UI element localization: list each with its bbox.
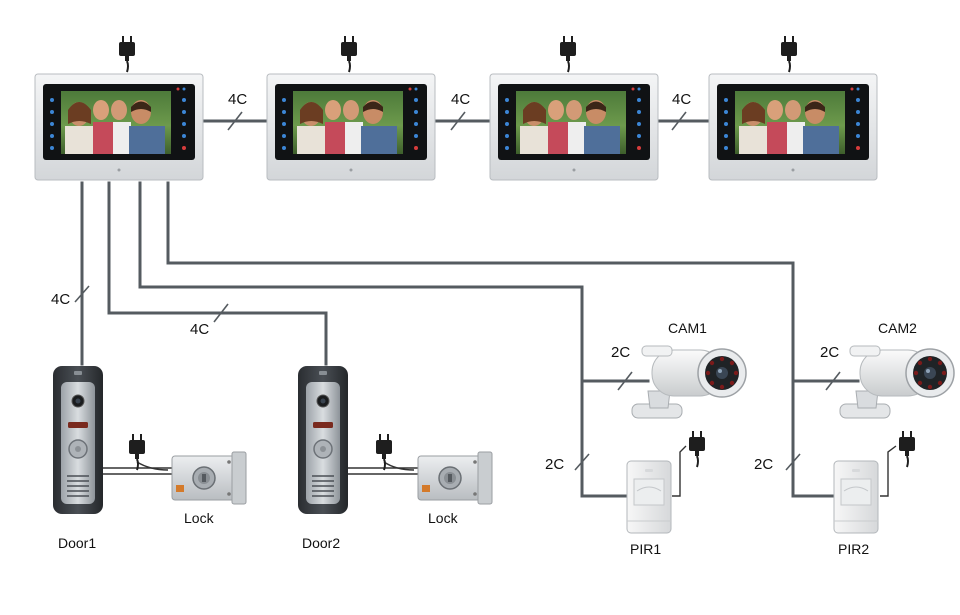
lock1-device bbox=[171, 451, 247, 505]
monitor-4 bbox=[708, 35, 878, 181]
label-wire-pir2: 2C bbox=[754, 456, 773, 473]
device-labels: Door1 Door2 Lock Lock CAM1 CAM2 PIR1 PIR… bbox=[58, 320, 917, 557]
label-wire-pir1: 2C bbox=[545, 456, 564, 473]
monitor-3 bbox=[489, 35, 659, 181]
wire-cam2-trunk bbox=[166, 181, 838, 498]
lock2-device bbox=[417, 451, 493, 505]
label-wire-cam1: 2C bbox=[611, 344, 630, 361]
label-door2: Door2 bbox=[302, 535, 340, 551]
label-wire-cam2: 2C bbox=[820, 344, 839, 361]
label-link-3-4: 4C bbox=[672, 91, 691, 108]
pir2-device bbox=[833, 460, 879, 534]
door2-station bbox=[297, 365, 349, 515]
cable-ticks bbox=[74, 111, 841, 471]
pir1-device bbox=[626, 460, 672, 534]
monitor-1 bbox=[34, 35, 204, 181]
wire-cam1-trunk bbox=[138, 181, 630, 498]
label-cam1: CAM1 bbox=[668, 320, 707, 336]
label-pir1: PIR1 bbox=[630, 541, 661, 557]
label-pir2: PIR2 bbox=[838, 541, 869, 557]
label-wire-door1: 4C bbox=[51, 291, 70, 308]
label-wire-door2: 4C bbox=[190, 321, 209, 338]
adapter-leads bbox=[136, 445, 897, 497]
wire-door2-lock bbox=[348, 467, 418, 475]
door1-station bbox=[52, 365, 104, 515]
power-adapter-icon bbox=[898, 430, 916, 468]
power-adapter-icon bbox=[688, 430, 706, 468]
label-link-2-3: 4C bbox=[451, 91, 470, 108]
monitor-row bbox=[34, 35, 878, 181]
power-adapter-icon bbox=[118, 35, 136, 73]
wire-door2 bbox=[107, 181, 328, 366]
label-cam2: CAM2 bbox=[878, 320, 917, 336]
power-adapter-icon bbox=[780, 35, 798, 73]
monitor-2 bbox=[266, 35, 436, 181]
label-lock1: Lock bbox=[184, 510, 215, 526]
power-adapter-icon bbox=[559, 35, 577, 73]
wiring bbox=[74, 111, 897, 498]
power-adapter-icon bbox=[340, 35, 358, 73]
wire-labels: 4C 4C 4C 4C 4C 2C 2C 2C 2C bbox=[51, 91, 839, 473]
label-link-1-2: 4C bbox=[228, 91, 247, 108]
label-lock2: Lock bbox=[428, 510, 459, 526]
label-door1: Door1 bbox=[58, 535, 96, 551]
